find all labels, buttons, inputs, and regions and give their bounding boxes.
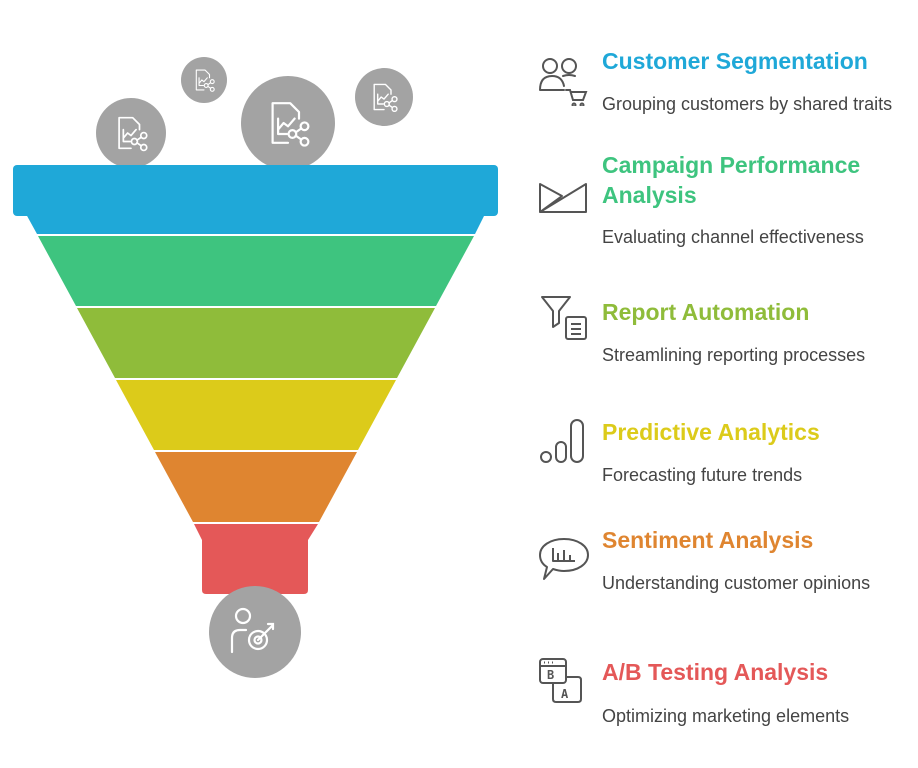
- ab-test-icon: B A: [539, 658, 582, 703]
- stage-description: Evaluating channel effectiveness: [602, 227, 864, 247]
- stage-description: Optimizing marketing elements: [602, 706, 850, 726]
- stage-title: Predictive Analytics: [602, 419, 820, 445]
- data-source-circle: [241, 76, 335, 170]
- filter-document-icon: [541, 296, 587, 340]
- stage-title: A/B Testing Analysis: [602, 659, 829, 685]
- data-source-circle: [181, 57, 227, 103]
- svg-text:B: B: [547, 668, 554, 682]
- svg-text:A: A: [561, 687, 569, 701]
- target-person-circle: [209, 586, 301, 678]
- speech-chart-icon: [539, 538, 589, 580]
- funnel-diagram: [13, 57, 498, 678]
- data-source-circle: [96, 98, 166, 168]
- funnel-layer-yellow: [116, 380, 396, 450]
- funnel-layer-lime: [77, 308, 435, 378]
- funnel-layer-blue: [13, 165, 498, 234]
- funnel-layer-green: [38, 236, 474, 306]
- stage-title: Campaign Performance Analysis: [602, 152, 861, 208]
- stage-report-automation: Report Automation Streamlining reporting…: [536, 296, 916, 377]
- stage-customer-segmentation: Customer Segmentation Grouping customers…: [536, 46, 916, 146]
- stage-description: Grouping customers by shared traits: [602, 94, 893, 114]
- funnel-layer-orange: [155, 452, 357, 522]
- stage-campaign-performance: Campaign Performance Analysis Evaluating…: [536, 150, 916, 260]
- bar-growth-icon: [540, 419, 584, 463]
- stage-sentiment-analysis: Sentiment Analysis Understanding custome…: [536, 525, 916, 625]
- stage-title: Sentiment Analysis: [602, 527, 814, 553]
- stage-title: Report Automation: [602, 299, 810, 325]
- stage-description: Streamlining reporting processes: [602, 345, 866, 365]
- stage-title: Customer Segmentation: [602, 48, 868, 74]
- stage-predictive-analytics: Predictive Analytics Forecasting future …: [536, 417, 916, 497]
- users-cart-icon: [539, 58, 588, 106]
- stage-description: Understanding customer opinions: [602, 573, 871, 593]
- stage-ab-testing: B A A/B Testing Analysis Optimizing mark…: [536, 657, 916, 737]
- data-source-circle: [355, 68, 413, 126]
- funnel-layer-red: [194, 524, 318, 594]
- stage-description: Forecasting future trends: [602, 465, 803, 485]
- paper-plane-icon: [539, 183, 587, 213]
